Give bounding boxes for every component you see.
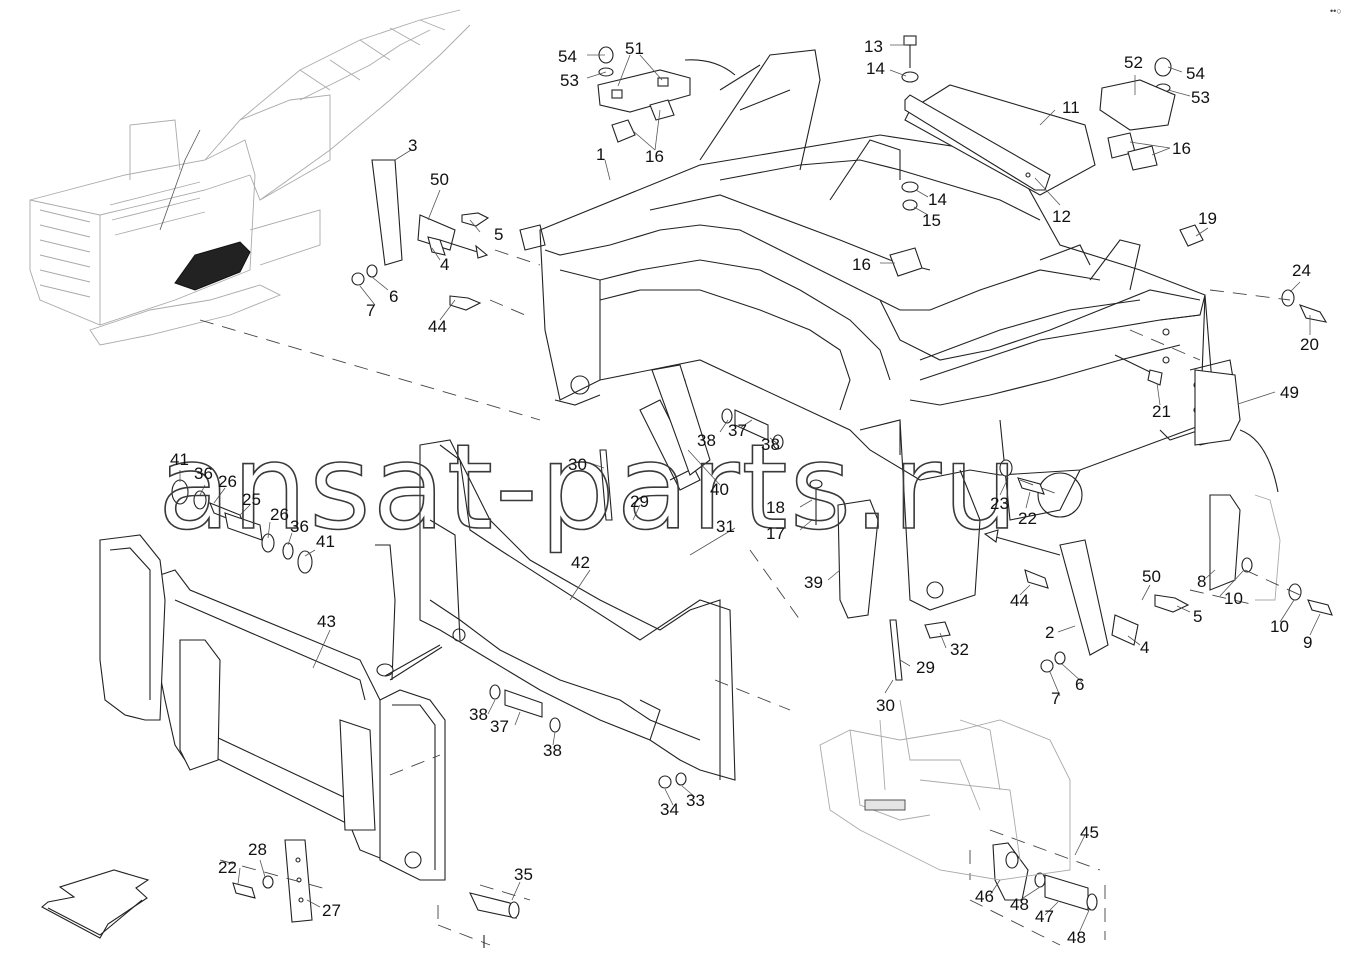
part-number-label: 22	[218, 858, 237, 877]
part-number-label: 23	[990, 494, 1009, 513]
part-number-label: 38	[469, 705, 488, 724]
part-number-label: 7	[366, 301, 375, 320]
part-number-label: 32	[950, 640, 969, 659]
arrow-center	[389, 646, 443, 681]
arrow-head-right	[983, 529, 999, 543]
pin-assembly	[171, 479, 313, 574]
part-number-label: 53	[560, 71, 579, 90]
pin-35-detail	[437, 884, 531, 948]
part-number-label: 54	[558, 47, 577, 66]
part-number-label: 4	[1140, 638, 1149, 657]
part-number-label: 17	[766, 524, 785, 543]
part-number-label: 16	[645, 147, 664, 166]
part-number-label: 44	[1010, 591, 1029, 610]
part-number-label: 20	[1300, 335, 1319, 354]
part-number-label: 33	[686, 791, 705, 810]
small-parts	[351, 35, 1333, 681]
machine-rear-illustration	[819, 699, 1071, 881]
part-number-label: 14	[928, 190, 947, 209]
part-number-label: 37	[728, 421, 747, 440]
part-number-label: 11	[1062, 98, 1080, 117]
part-number-label: 26	[218, 472, 237, 491]
part-number-label: 24	[1292, 261, 1311, 280]
part-number-label: 35	[514, 865, 533, 884]
part-number-label: 28	[248, 840, 267, 859]
part-number-label: 4	[440, 255, 449, 274]
part-number-label: 41	[170, 450, 189, 469]
part-number-label: 50	[1142, 567, 1161, 586]
main-frame-assembly	[519, 49, 1241, 611]
arrow-head-left	[475, 244, 489, 259]
part-number-label: 41	[316, 532, 335, 551]
part-number-label: 2	[1045, 623, 1054, 642]
part-number-label: 13	[864, 37, 883, 56]
part-number-label: 10	[1270, 617, 1289, 636]
part-number-label: 16	[1172, 139, 1191, 158]
part-number-label: 5	[494, 225, 503, 244]
part-number-label: 30	[876, 696, 895, 715]
part-number-label: 47	[1035, 907, 1054, 926]
part-number-label: 5	[1193, 607, 1202, 626]
part-number-label: 6	[389, 287, 398, 306]
part-number-label: 44	[428, 317, 447, 336]
part-number-label: 38	[697, 431, 716, 450]
part-number-label: 43	[317, 612, 336, 631]
part-number-label: 51	[625, 39, 644, 58]
part-number-label: 26	[270, 505, 289, 524]
machine-overview-illustration	[29, 9, 471, 346]
watermark-text: ansat-parts.ru	[158, 418, 1020, 556]
part-number-label: 1	[596, 145, 605, 164]
part-number-label: 39	[804, 573, 823, 592]
leader-lines	[159, 44, 1321, 936]
part-number-label: 29	[916, 658, 935, 677]
part-number-label: 15	[922, 211, 941, 230]
part-number-label: 42	[571, 553, 590, 572]
part-number-label: 38	[761, 435, 780, 454]
assembly-dash-lines	[199, 249, 1301, 891]
part-number-label: 31	[716, 517, 735, 536]
part-number-label: 9	[1303, 633, 1312, 652]
plate-27-parts	[232, 839, 313, 923]
part-number-label: 37	[490, 717, 509, 736]
part-number-label: 49	[1280, 383, 1299, 402]
part-number-label: 30	[568, 455, 587, 474]
part-number-label: 46	[975, 887, 994, 906]
left-subframe	[419, 439, 736, 781]
part-number-label: 36	[290, 517, 309, 536]
part-number-label: 50	[430, 170, 449, 189]
part-number-label: 54	[1186, 64, 1205, 83]
part-number-label: 38	[543, 741, 562, 760]
part-number-label: 45	[1080, 823, 1099, 842]
part-number-label: 52	[1124, 53, 1143, 72]
part-number-label: 8	[1197, 572, 1206, 591]
part-number-label: 48	[1067, 928, 1086, 947]
part-number-label: 53	[1191, 88, 1210, 107]
part-number-label: 16	[852, 255, 871, 274]
part-number-label: 18	[766, 498, 785, 517]
lower-left-frame	[99, 534, 446, 881]
part-number-label: 7	[1051, 689, 1060, 708]
part-number-label: 34	[660, 800, 679, 819]
part-number-label: 48	[1010, 895, 1029, 914]
detail-45	[969, 829, 1106, 946]
part-number-label: 21	[1152, 402, 1171, 421]
part-number-label: 25	[242, 490, 261, 509]
part-number-label: 36	[194, 464, 213, 483]
corner-mark: ••○	[1330, 6, 1342, 16]
part-number-label: 6	[1075, 675, 1084, 694]
part-number-label: 10	[1224, 589, 1243, 608]
arrow-right	[984, 533, 1061, 556]
part-number-label: 27	[322, 901, 341, 920]
part-number-label: 14	[866, 59, 885, 78]
part-number-label: 12	[1052, 207, 1071, 226]
part-number-label: 3	[408, 136, 417, 155]
part-number-label: 29	[630, 492, 649, 511]
part-number-label: 22	[1018, 509, 1037, 528]
lower-pin-parts	[489, 684, 687, 789]
part-number-label: 19	[1198, 209, 1217, 228]
part-number-label: 40	[710, 480, 729, 499]
direction-arrow	[41, 869, 150, 939]
